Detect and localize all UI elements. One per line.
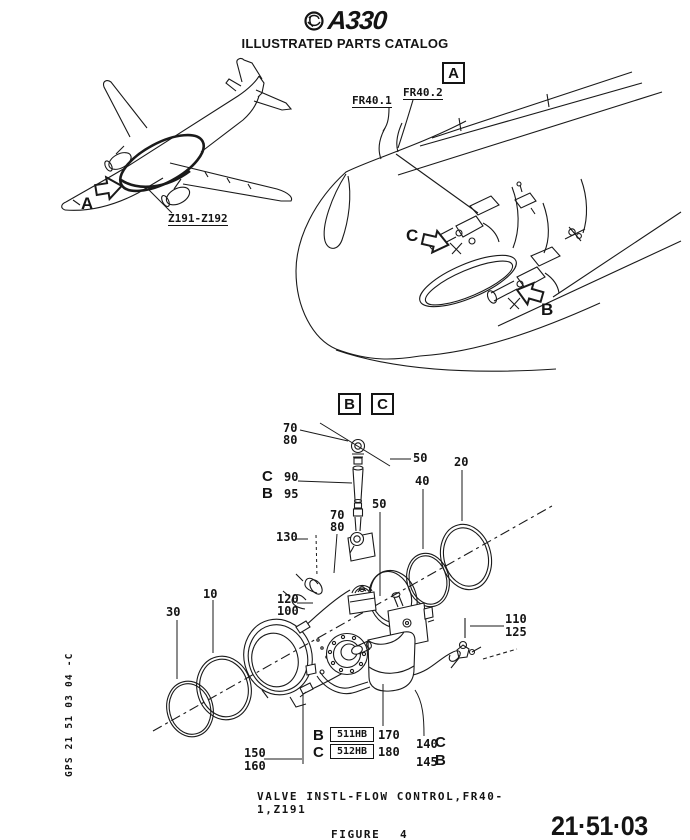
callout-80-lower: 80	[330, 520, 345, 534]
callout-70-lower: 70	[330, 508, 345, 522]
figure-number: 4	[400, 828, 409, 840]
clevis-bracket-drawing	[347, 584, 377, 615]
exploded-valve-drawing	[152, 422, 553, 764]
figure-caption-line1: VALVE INSTL-FLOW CONTROL,FR40-	[257, 790, 504, 803]
ref-letter-c-90: C	[262, 468, 273, 485]
seal-ring-40	[406, 552, 450, 608]
ref-letter-b-95: B	[262, 485, 273, 502]
effectivity-box-512hb: 512HB	[330, 744, 374, 759]
callout-20: 20	[454, 455, 469, 469]
centerline	[152, 505, 553, 732]
callout-90: 90	[284, 470, 299, 484]
brand-title: A330	[327, 5, 388, 35]
callout-140: 140	[416, 737, 438, 751]
nose-section-drawing	[295, 71, 682, 372]
callout-10: 10	[203, 587, 218, 601]
callout-50-lower: 50	[372, 497, 387, 511]
detail-b-marker: B	[338, 393, 361, 415]
lever-handle	[316, 671, 371, 695]
gear-plate-drawing	[325, 632, 372, 676]
nose-arrow-letter-c: C	[406, 226, 419, 245]
ref-letter-c-140: C	[435, 734, 446, 751]
callout-50-upper: 50	[413, 451, 428, 465]
callout-110: 110	[505, 612, 527, 626]
callout-80-upper: 80	[283, 433, 298, 447]
actuator-drawing	[367, 592, 435, 692]
callout-170: 170	[378, 728, 400, 742]
nose-arrow-letter-b: B	[541, 300, 554, 319]
ref-letter-c-512: C	[313, 744, 324, 761]
callout-40: 40	[415, 474, 430, 488]
callout-150: 150	[244, 746, 266, 760]
callout-130: 130	[276, 530, 298, 544]
zone-label: Z191-Z192	[168, 212, 228, 226]
callout-145: 145	[416, 755, 438, 769]
callout-70-upper: 70	[283, 421, 298, 435]
detail-c-marker: C	[371, 393, 394, 415]
callout-180: 180	[378, 745, 400, 759]
seal-ring-30	[166, 680, 214, 738]
seal-ring-20	[439, 523, 493, 591]
chapter-code: 21·51·03	[551, 811, 648, 840]
callout-125: 125	[505, 625, 527, 639]
leader-lines	[176, 422, 504, 764]
callout-120: 120	[277, 592, 299, 606]
callout-95: 95	[284, 487, 299, 501]
effectivity-box-511hb: 511HB	[330, 727, 374, 742]
locator-arrow-letter: A	[81, 194, 94, 213]
header: A330	[0, 5, 690, 36]
print-code: GPS 21 51 03 04 -C	[64, 652, 75, 777]
link-rod-drawing	[347, 438, 376, 562]
page-title: ILLUSTRATED PARTS CATALOG	[241, 36, 449, 51]
figure-label: FIGURE	[331, 828, 381, 840]
frame-label-fr40-1: FR40.1	[352, 94, 392, 108]
frame-label-fr40-2: FR40.2	[403, 86, 443, 100]
ref-letter-b-511: B	[313, 727, 324, 744]
seal-ring-10	[196, 655, 252, 721]
callout-100: 100	[277, 604, 299, 618]
callout-160: 160	[244, 759, 266, 773]
arrow-c-icon	[419, 227, 452, 257]
figure-caption-line2: 1,Z191	[257, 803, 307, 816]
wire-harness-drawing	[412, 618, 518, 676]
view-a-marker: A	[442, 62, 465, 84]
airbus-logo-icon	[304, 10, 325, 31]
belly-fairing-highlight	[119, 133, 205, 193]
callout-30: 30	[166, 605, 181, 619]
aircraft-locator-drawing	[61, 58, 293, 214]
ref-letter-b-145: B	[435, 752, 446, 769]
